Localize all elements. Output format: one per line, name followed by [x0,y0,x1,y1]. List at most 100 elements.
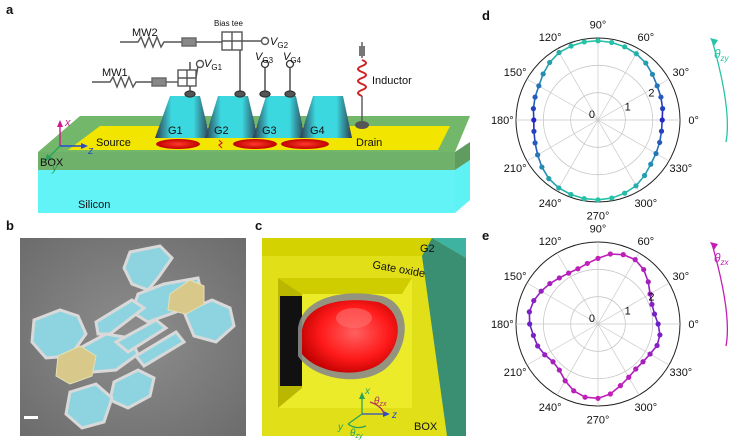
angle-tick-90: 90° [590,19,607,31]
sem-source-drain [55,279,205,385]
label-inductor: Inductor [372,75,412,87]
polar-chart-e: 0°30°60°90°120°150°180°210°240°270°300°3… [491,223,730,426]
angle-tick-120: 120° [539,236,562,248]
data-point-21 [535,152,541,158]
angle-tick-330: 330° [669,163,692,175]
theta-arrow [711,39,728,143]
data-point-16 [531,298,537,304]
data-point-17 [526,309,532,315]
data-point-13 [547,59,553,66]
data-point-31 [641,172,648,179]
radial-tick-2: 2 [648,292,654,304]
angle-tick-210: 210° [504,367,527,379]
data-point-35 [658,128,665,134]
angle-tick-300: 300° [634,198,657,210]
axis-label-y-c: y [337,422,344,433]
angle-tick-240: 240° [539,402,562,414]
panel-letter-c: c [255,218,263,233]
angle-tick-180: 180° [491,319,514,331]
data-point-32 [640,359,646,365]
angle-tick-60: 60° [638,32,655,44]
radial-tick-1: 1 [625,101,631,113]
data-point-11 [568,43,574,49]
theta-zx-label-c: θzx [374,396,387,408]
radial-tick-1: 1 [625,305,631,317]
data-point-11 [575,266,581,272]
data-point-24 [556,185,562,191]
panel-letter-e: e [482,228,490,243]
spoke-60 [597,252,640,325]
data-point-30 [633,183,639,189]
angle-tick-90: 90° [590,223,607,235]
angle-tick-180: 180° [491,115,514,127]
axis-label-z-c: z [391,410,397,421]
data-point-22 [550,359,556,365]
label-box-c: BOX [414,421,438,433]
angle-tick-150: 150° [504,271,527,283]
data-point-34 [657,139,663,146]
data-point-0 [659,117,665,123]
axis-label-x-a: x [64,117,71,129]
label-vg1: VG1 [204,58,223,72]
label-g3: G3 [262,125,277,137]
label-vg4: VG4 [283,51,302,65]
mw2-line [120,31,270,51]
data-point-1 [660,106,666,112]
sem-micrograph [20,238,246,436]
data-point-29 [622,190,628,196]
axis-label-z-a: z [87,145,94,157]
dot-wavefunction [302,300,398,373]
label-bias-tee: Bias tee [214,19,243,28]
label-silicon: Silicon [78,199,110,211]
angle-tick-210: 210° [504,163,527,175]
angle-tick-270: 270° [587,211,610,223]
data-point-4 [649,71,656,77]
data-point-16 [532,94,538,100]
theta-arrow-head [710,242,718,250]
label-mw1: MW1 [102,67,128,79]
data-point-31 [633,366,639,372]
data-point-5 [641,266,647,273]
label-source: Source [96,137,131,149]
data-point-15 [538,288,544,294]
data-point-22 [539,164,545,170]
data-point-17 [530,106,536,112]
panel-letter-d: d [482,8,490,23]
data-point-25 [568,191,574,198]
data-point-23 [556,367,562,373]
data-point-3 [647,291,653,297]
data-point-12 [556,49,562,56]
data-point-12 [566,270,572,276]
data-point-18 [531,117,537,123]
data-point-5 [643,60,649,66]
data-point-29 [617,383,624,389]
spoke-60 [597,48,640,121]
spoke-120 [556,48,599,121]
data-point-21 [542,352,548,358]
data-point-34 [654,342,660,349]
data-point-4 [645,279,651,285]
polar-chart-d: 0°30°60°90°120°150°180°210°240°270°300°3… [491,19,730,223]
spoke-30 [597,282,670,325]
panel-letter-a: a [6,2,14,17]
gate-fingers [155,96,352,138]
data-point-14 [540,71,546,77]
mw1-line [92,59,205,89]
data-point-20 [535,343,541,349]
data-point-0 [655,321,661,327]
label-box: BOX [40,157,64,169]
data-point-19 [531,128,537,134]
theta-arrow-head [710,38,718,46]
data-point-2 [658,94,664,100]
data-point-28 [609,195,615,201]
label-g1: G1 [168,125,183,137]
data-point-25 [571,388,577,394]
angle-tick-240: 240° [539,198,562,210]
label-g4: G4 [310,125,325,137]
data-point-6 [632,257,638,263]
angle-tick-300: 300° [634,402,657,414]
data-point-1 [651,311,658,317]
spoke-300 [597,119,640,192]
angle-tick-0: 0° [688,115,699,127]
data-point-26 [582,394,588,400]
